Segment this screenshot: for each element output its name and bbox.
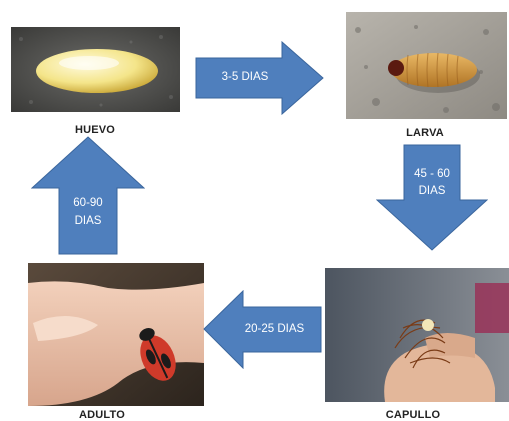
- stage-label-pupa: CAPULLO: [353, 409, 473, 421]
- arrow-label-larva-to-pupa-1: 45 - 60: [404, 166, 460, 183]
- arrow-adult-to-egg: 60-90 DIAS: [31, 136, 145, 255]
- stage-label-adult: ADULTO: [42, 409, 162, 421]
- arrow-label-egg-to-larva: 3-5 DIAS: [195, 69, 295, 86]
- arrow-label-larva-to-pupa-2: DIAS: [404, 183, 460, 200]
- arrow-label-adult-to-egg-1: 60-90: [59, 195, 117, 212]
- stage-label-larva: LARVA: [365, 127, 485, 139]
- adult-photo: [28, 263, 204, 406]
- stage-label-egg: HUEVO: [35, 124, 155, 136]
- arrow-egg-to-larva: 3-5 DIAS: [195, 41, 325, 115]
- arrow-label-adult-to-egg-2: DIAS: [59, 213, 117, 230]
- pupa-photo: [325, 268, 509, 402]
- arrow-label-pupa-to-adult: 20-25 DIAS: [227, 321, 322, 338]
- arrow-larva-to-pupa: 45 - 60 DIAS: [376, 144, 488, 251]
- egg-photo: [11, 27, 180, 112]
- larva-photo: [346, 12, 507, 119]
- arrow-pupa-to-adult: 20-25 DIAS: [203, 290, 322, 369]
